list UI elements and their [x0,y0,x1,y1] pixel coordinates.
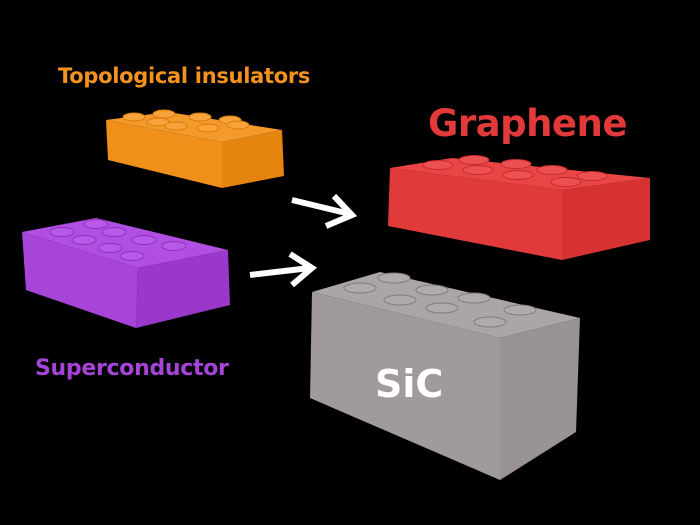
graphene-label: Graphene [428,102,627,145]
arrow-super-to-sic [249,251,318,288]
superconductor-label: Superconductor [35,356,229,381]
topological-insulators-brick [106,109,284,188]
sic-label: SiC [375,362,444,406]
graphene-brick [388,155,650,260]
superconductor-brick [22,218,230,328]
sic-brick [310,272,580,480]
arrow-topo-to-graphene [291,193,358,229]
topological-insulators-label: Topological insulators [58,64,311,88]
